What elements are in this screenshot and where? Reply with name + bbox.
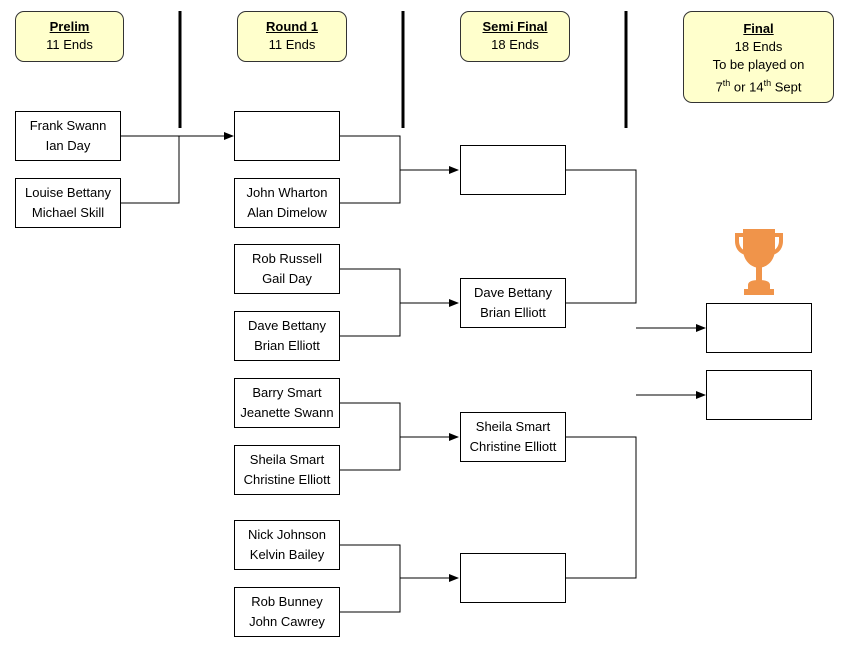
round1-slot-3: Rob Russell Gail Day [234, 244, 340, 294]
prelim-match-1: Frank Swann Ian Day [15, 111, 121, 161]
header-prelim: Prelim 11 Ends [15, 11, 124, 62]
semi-slot-4 [460, 553, 566, 603]
round1-slot-6: Sheila Smart Christine Elliott [234, 445, 340, 495]
header-semi-final: Semi Final 18 Ends [460, 11, 570, 62]
header-ends: 18 Ends [734, 39, 783, 54]
player-name: Jeanette Swann [240, 405, 334, 420]
header-title: Semi Final [482, 19, 548, 34]
player-name: Sheila Smart [249, 452, 325, 467]
semi-slot-1 [460, 145, 566, 195]
player-name: Sheila Smart [475, 419, 551, 434]
header-ends: 11 Ends [46, 37, 93, 52]
player-name: Barry Smart [252, 385, 322, 400]
round1-slot-4: Dave Bettany Brian Elliott [234, 311, 340, 361]
player-name: Kelvin Bailey [249, 547, 325, 562]
player-name: Michael Skill [31, 205, 105, 220]
prelim-match-2: Louise Bettany Michael Skill [15, 178, 121, 228]
player-name: John Wharton [246, 185, 328, 200]
header-title: Round 1 [266, 19, 318, 34]
round1-slot-8: Rob Bunney John Cawrey [234, 587, 340, 637]
player-name: Gail Day [262, 271, 312, 286]
player-name: Rob Russell [251, 251, 323, 266]
player-name: Dave Bettany [473, 285, 553, 300]
round1-slot-1 [234, 111, 340, 161]
header-title: Final [743, 21, 774, 36]
semi-slot-2: Dave Bettany Brian Elliott [460, 278, 566, 328]
player-name: Christine Elliott [243, 472, 331, 487]
header-title: Prelim [49, 19, 90, 34]
player-name: Ian Day [45, 138, 91, 153]
semi-slot-3: Sheila Smart Christine Elliott [460, 412, 566, 462]
round1-slot-7: Nick Johnson Kelvin Bailey [234, 520, 340, 570]
header-ends: 18 Ends [491, 37, 539, 52]
player-name: Frank Swann [29, 118, 107, 133]
player-name: Dave Bettany [247, 318, 327, 333]
player-name: Alan Dimelow [247, 205, 327, 220]
final-slot-2 [706, 370, 812, 420]
player-name: Christine Elliott [469, 439, 557, 454]
header-final: Final 18 Ends To be played on 7th or 14t… [683, 11, 834, 103]
header-ends: 11 Ends [268, 37, 316, 52]
player-name: John Cawrey [249, 614, 325, 629]
round1-slot-5: Barry Smart Jeanette Swann [234, 378, 340, 428]
player-name: Louise Bettany [24, 185, 111, 200]
header-dates: 7th or 14th Sept [715, 78, 802, 95]
player-name: Nick Johnson [247, 527, 327, 542]
player-name: Brian Elliott [480, 305, 546, 320]
final-slot-1 [706, 303, 812, 353]
trophy-icon [735, 229, 783, 295]
round1-slot-2: John Wharton Alan Dimelow [234, 178, 340, 228]
header-round1: Round 1 11 Ends [237, 11, 347, 62]
header-play-note: To be played on [712, 57, 805, 72]
player-name: Rob Bunney [251, 594, 323, 609]
player-name: Brian Elliott [254, 338, 320, 353]
